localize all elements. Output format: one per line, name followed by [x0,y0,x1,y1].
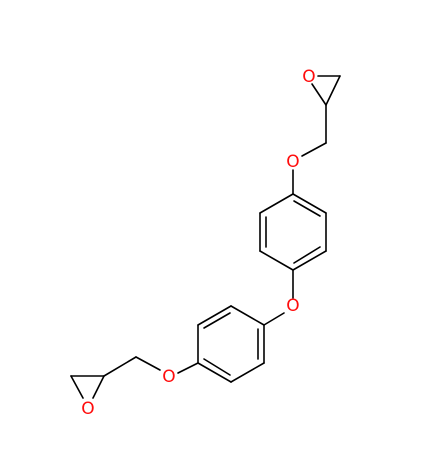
epoxide-bottom-oxygen: O [81,399,94,419]
bond [197,305,232,326]
bond [203,358,231,376]
bond [230,305,265,326]
bond [135,356,161,371]
epoxide-top-oxygen: O [302,67,315,87]
bond [311,83,327,106]
bond [259,193,294,214]
bond [177,362,199,374]
bond [292,193,327,214]
bond [70,375,84,399]
bond [301,142,327,157]
bond [293,246,321,264]
bond [325,75,341,106]
lower-ether-oxygen: O [162,367,175,387]
bond [197,362,232,383]
bond [293,200,321,217]
bond [263,312,285,326]
bond [203,312,231,329]
bond [259,250,294,271]
atom-labels: O O O O O [81,67,315,419]
bond [230,362,265,383]
bond [92,375,105,399]
upper-ether-oxygen: O [286,152,299,172]
bridge-ether-oxygen: O [286,296,299,316]
bond [103,356,137,377]
bonds [70,75,341,399]
bond [292,250,327,271]
